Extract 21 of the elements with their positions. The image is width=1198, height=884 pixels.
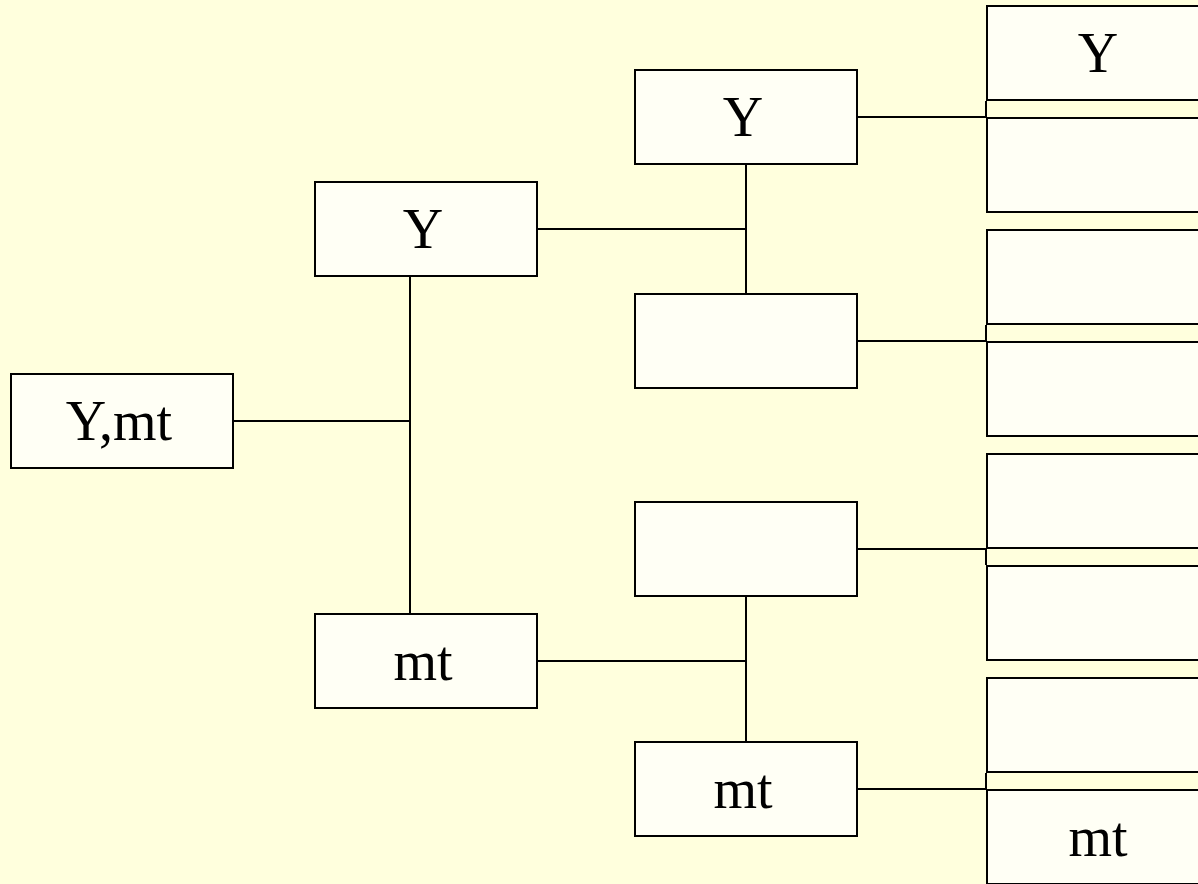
empty-box	[634, 501, 858, 597]
label-box: Y	[634, 69, 858, 165]
empty-box	[986, 677, 1198, 773]
connector-line	[857, 788, 987, 790]
label-box: Y	[986, 5, 1198, 101]
empty-box	[986, 229, 1198, 325]
label-box: mt	[634, 741, 858, 837]
connector-line	[537, 228, 747, 294]
label-box: Y	[314, 181, 538, 277]
connector-line	[857, 340, 987, 342]
label-box: Y,mt	[10, 373, 234, 469]
empty-box	[986, 117, 1198, 213]
empty-box	[634, 293, 858, 389]
empty-box	[986, 453, 1198, 549]
label-box: mt	[314, 613, 538, 709]
empty-box	[986, 565, 1198, 661]
empty-box	[986, 341, 1198, 437]
connector-line	[537, 660, 747, 742]
connector-line	[233, 420, 411, 614]
connector-line	[857, 116, 987, 118]
label-box: mt	[986, 789, 1198, 884]
